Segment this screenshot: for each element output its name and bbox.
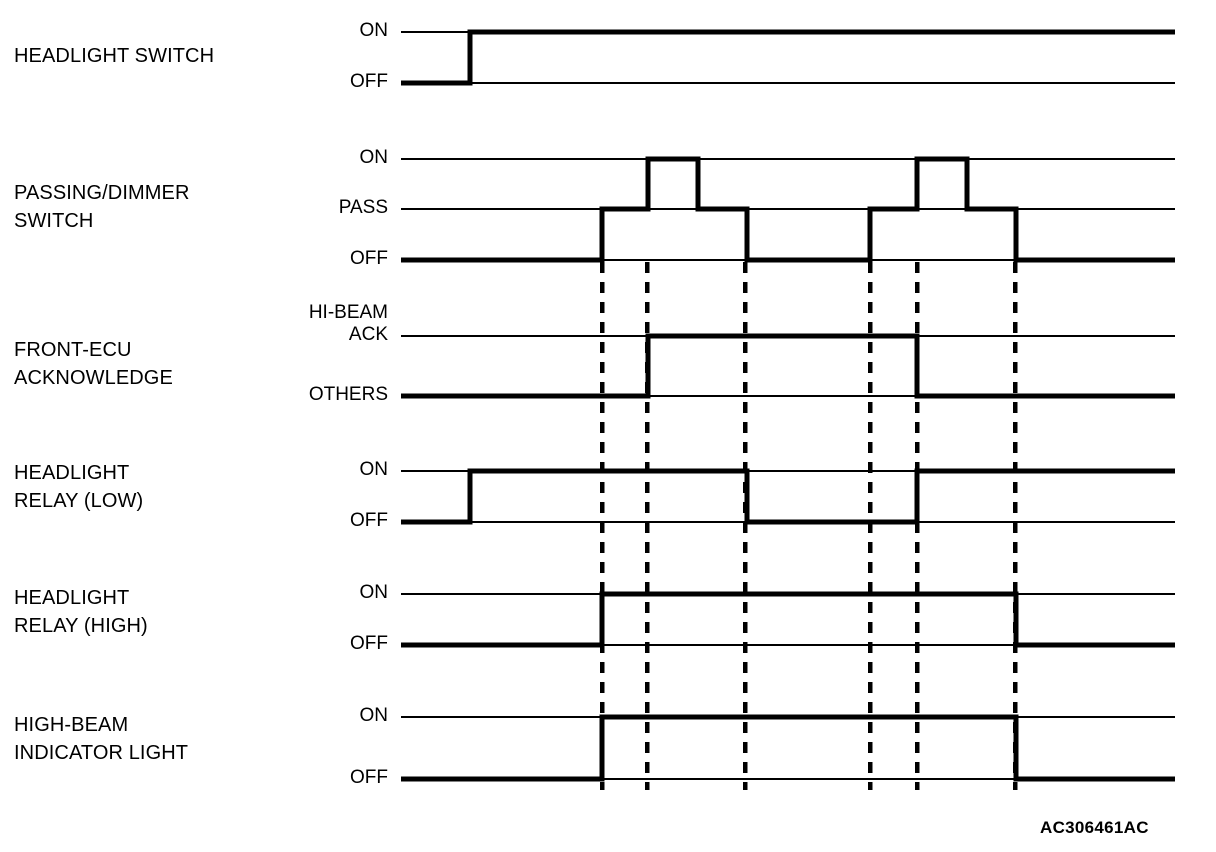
level-label-s3-others: OTHERS [308, 384, 388, 405]
time-marker-group [599, 262, 1018, 790]
level-label-s3-ack: ACK [348, 324, 388, 345]
level-label-s1-on: ON [359, 20, 389, 41]
level-label-s2-on: ON [359, 147, 389, 168]
level-label-s4-off: OFF [350, 510, 388, 531]
signal-label-passing-dimmer-switch-line2: SWITCH [14, 210, 94, 232]
signal-label-passing-dimmer-switch-line1: PASSING/DIMMER [14, 182, 190, 204]
level-label-s1-off: OFF [350, 71, 388, 92]
signal-label-headlight-relay-low-line2: RELAY (LOW) [14, 490, 144, 512]
baseline-group [401, 31, 1175, 780]
waveform-group [401, 29, 1175, 782]
signal-label-front-ecu-acknowledge-line2: ACKNOWLEDGE [14, 367, 173, 389]
level-label-s2-off: OFF [350, 248, 388, 269]
level-label-s3-hibeam: HI-BEAM [308, 302, 388, 323]
signal-label-high-beam-indicator-light-line1: HIGH-BEAM [14, 714, 129, 736]
level-label-s5-on: ON [359, 582, 389, 603]
part-code: AC306461AC [1040, 818, 1149, 837]
level-label-s6-off: OFF [350, 767, 388, 788]
level-label-s4-on: ON [359, 459, 389, 480]
signal-label-headlight-relay-high-line2: RELAY (HIGH) [14, 615, 148, 637]
level-label-s6-on: ON [359, 705, 389, 726]
signal-label-headlight-relay-high-line1: HEADLIGHT [14, 587, 130, 609]
signal-label-headlight-switch: HEADLIGHT SWITCH [14, 45, 215, 67]
signal-label-headlight-relay-low-line1: HEADLIGHT [14, 462, 130, 484]
level-label-s2-pass: PASS [338, 197, 388, 218]
signal-label-high-beam-indicator-light-line2: INDICATOR LIGHT [14, 742, 189, 764]
level-label-s5-off: OFF [350, 633, 388, 654]
signal-label-front-ecu-acknowledge-line1: FRONT-ECU [14, 339, 132, 361]
